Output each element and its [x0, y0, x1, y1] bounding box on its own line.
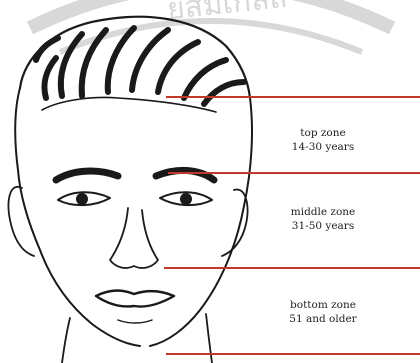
bottom-zone-ages: 51 and older: [268, 312, 378, 326]
face-left-contour: [15, 88, 140, 346]
middle-zone-ages: 31-50 years: [268, 219, 378, 233]
bottom-zone-name: bottom zone: [268, 298, 378, 312]
left-pupil: [76, 193, 88, 205]
mouth: [96, 291, 174, 307]
neck-right: [206, 314, 212, 363]
right-eyebrow: [156, 170, 214, 180]
hair-strands: [36, 28, 244, 104]
nose: [110, 208, 158, 268]
face-illustration: [9, 17, 253, 363]
hairline: [42, 98, 216, 113]
left-eyebrow: [56, 171, 118, 180]
right-pupil: [180, 193, 192, 205]
chin-line: [118, 320, 152, 323]
middle-zone-name: middle zone: [268, 205, 378, 219]
top-zone-ages: 14-30 years: [268, 140, 378, 154]
top-zone-label: top zone 14-30 years: [268, 126, 378, 154]
face-right-contour: [150, 98, 252, 346]
neck-left: [62, 318, 70, 363]
watermark-seal: ยุสมเกิลส: [30, 0, 392, 52]
right-ear: [222, 189, 248, 256]
middle-zone-label: middle zone 31-50 years: [268, 205, 378, 233]
bottom-zone-label: bottom zone 51 and older: [268, 298, 378, 326]
top-zone-name: top zone: [268, 126, 378, 140]
